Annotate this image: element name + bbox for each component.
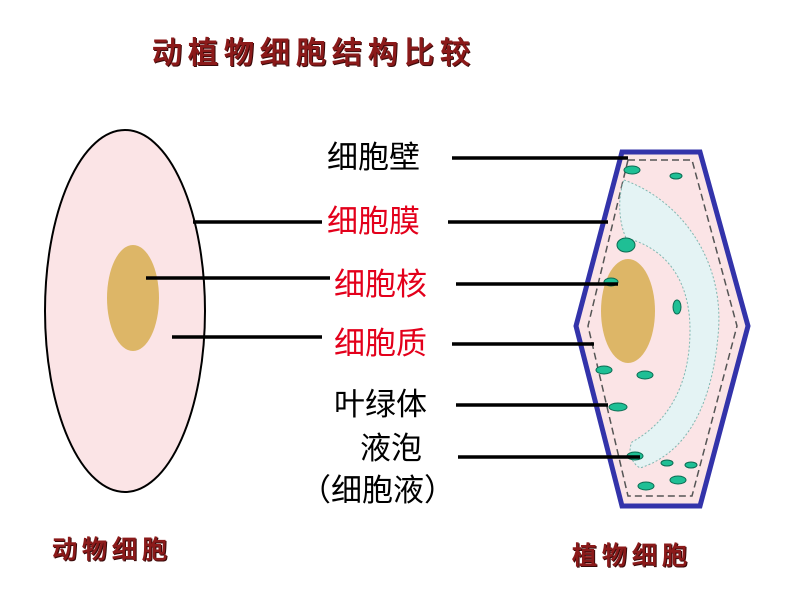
chloroplast bbox=[595, 365, 613, 375]
page-title: 动植物细胞结构比较 bbox=[152, 36, 476, 71]
label-cell-membrane: 细胞膜 bbox=[327, 204, 420, 240]
label-vacuole: 液泡 bbox=[360, 431, 422, 467]
label-cytoplasm: 细胞质 bbox=[334, 326, 427, 362]
label-cell-sap: （细胞液） bbox=[300, 473, 455, 509]
chloroplast bbox=[637, 481, 655, 491]
plant-vacuole bbox=[619, 179, 720, 469]
plant-cell-membrane bbox=[587, 159, 738, 497]
chloroplast bbox=[669, 475, 687, 485]
chloroplast bbox=[672, 299, 682, 315]
chloroplast bbox=[660, 459, 674, 467]
chloroplast bbox=[608, 402, 628, 412]
chloroplast bbox=[616, 237, 636, 253]
animal-cell bbox=[44, 129, 206, 493]
plant-cell bbox=[573, 149, 751, 509]
chloroplast bbox=[669, 172, 683, 180]
chloroplast bbox=[623, 165, 641, 175]
animal-cell-nucleus bbox=[107, 245, 159, 351]
label-chloroplast: 叶绿体 bbox=[334, 387, 427, 423]
label-nucleus: 细胞核 bbox=[334, 267, 427, 303]
leader-lines bbox=[146, 156, 640, 459]
label-cell-wall: 细胞壁 bbox=[327, 140, 420, 176]
chloroplast bbox=[636, 370, 654, 380]
caption-animal-cell: 动物细胞 bbox=[52, 535, 173, 564]
chloroplast bbox=[684, 461, 698, 469]
plant-cell-nucleus bbox=[601, 259, 655, 363]
caption-plant-cell: 植物细胞 bbox=[572, 541, 693, 570]
